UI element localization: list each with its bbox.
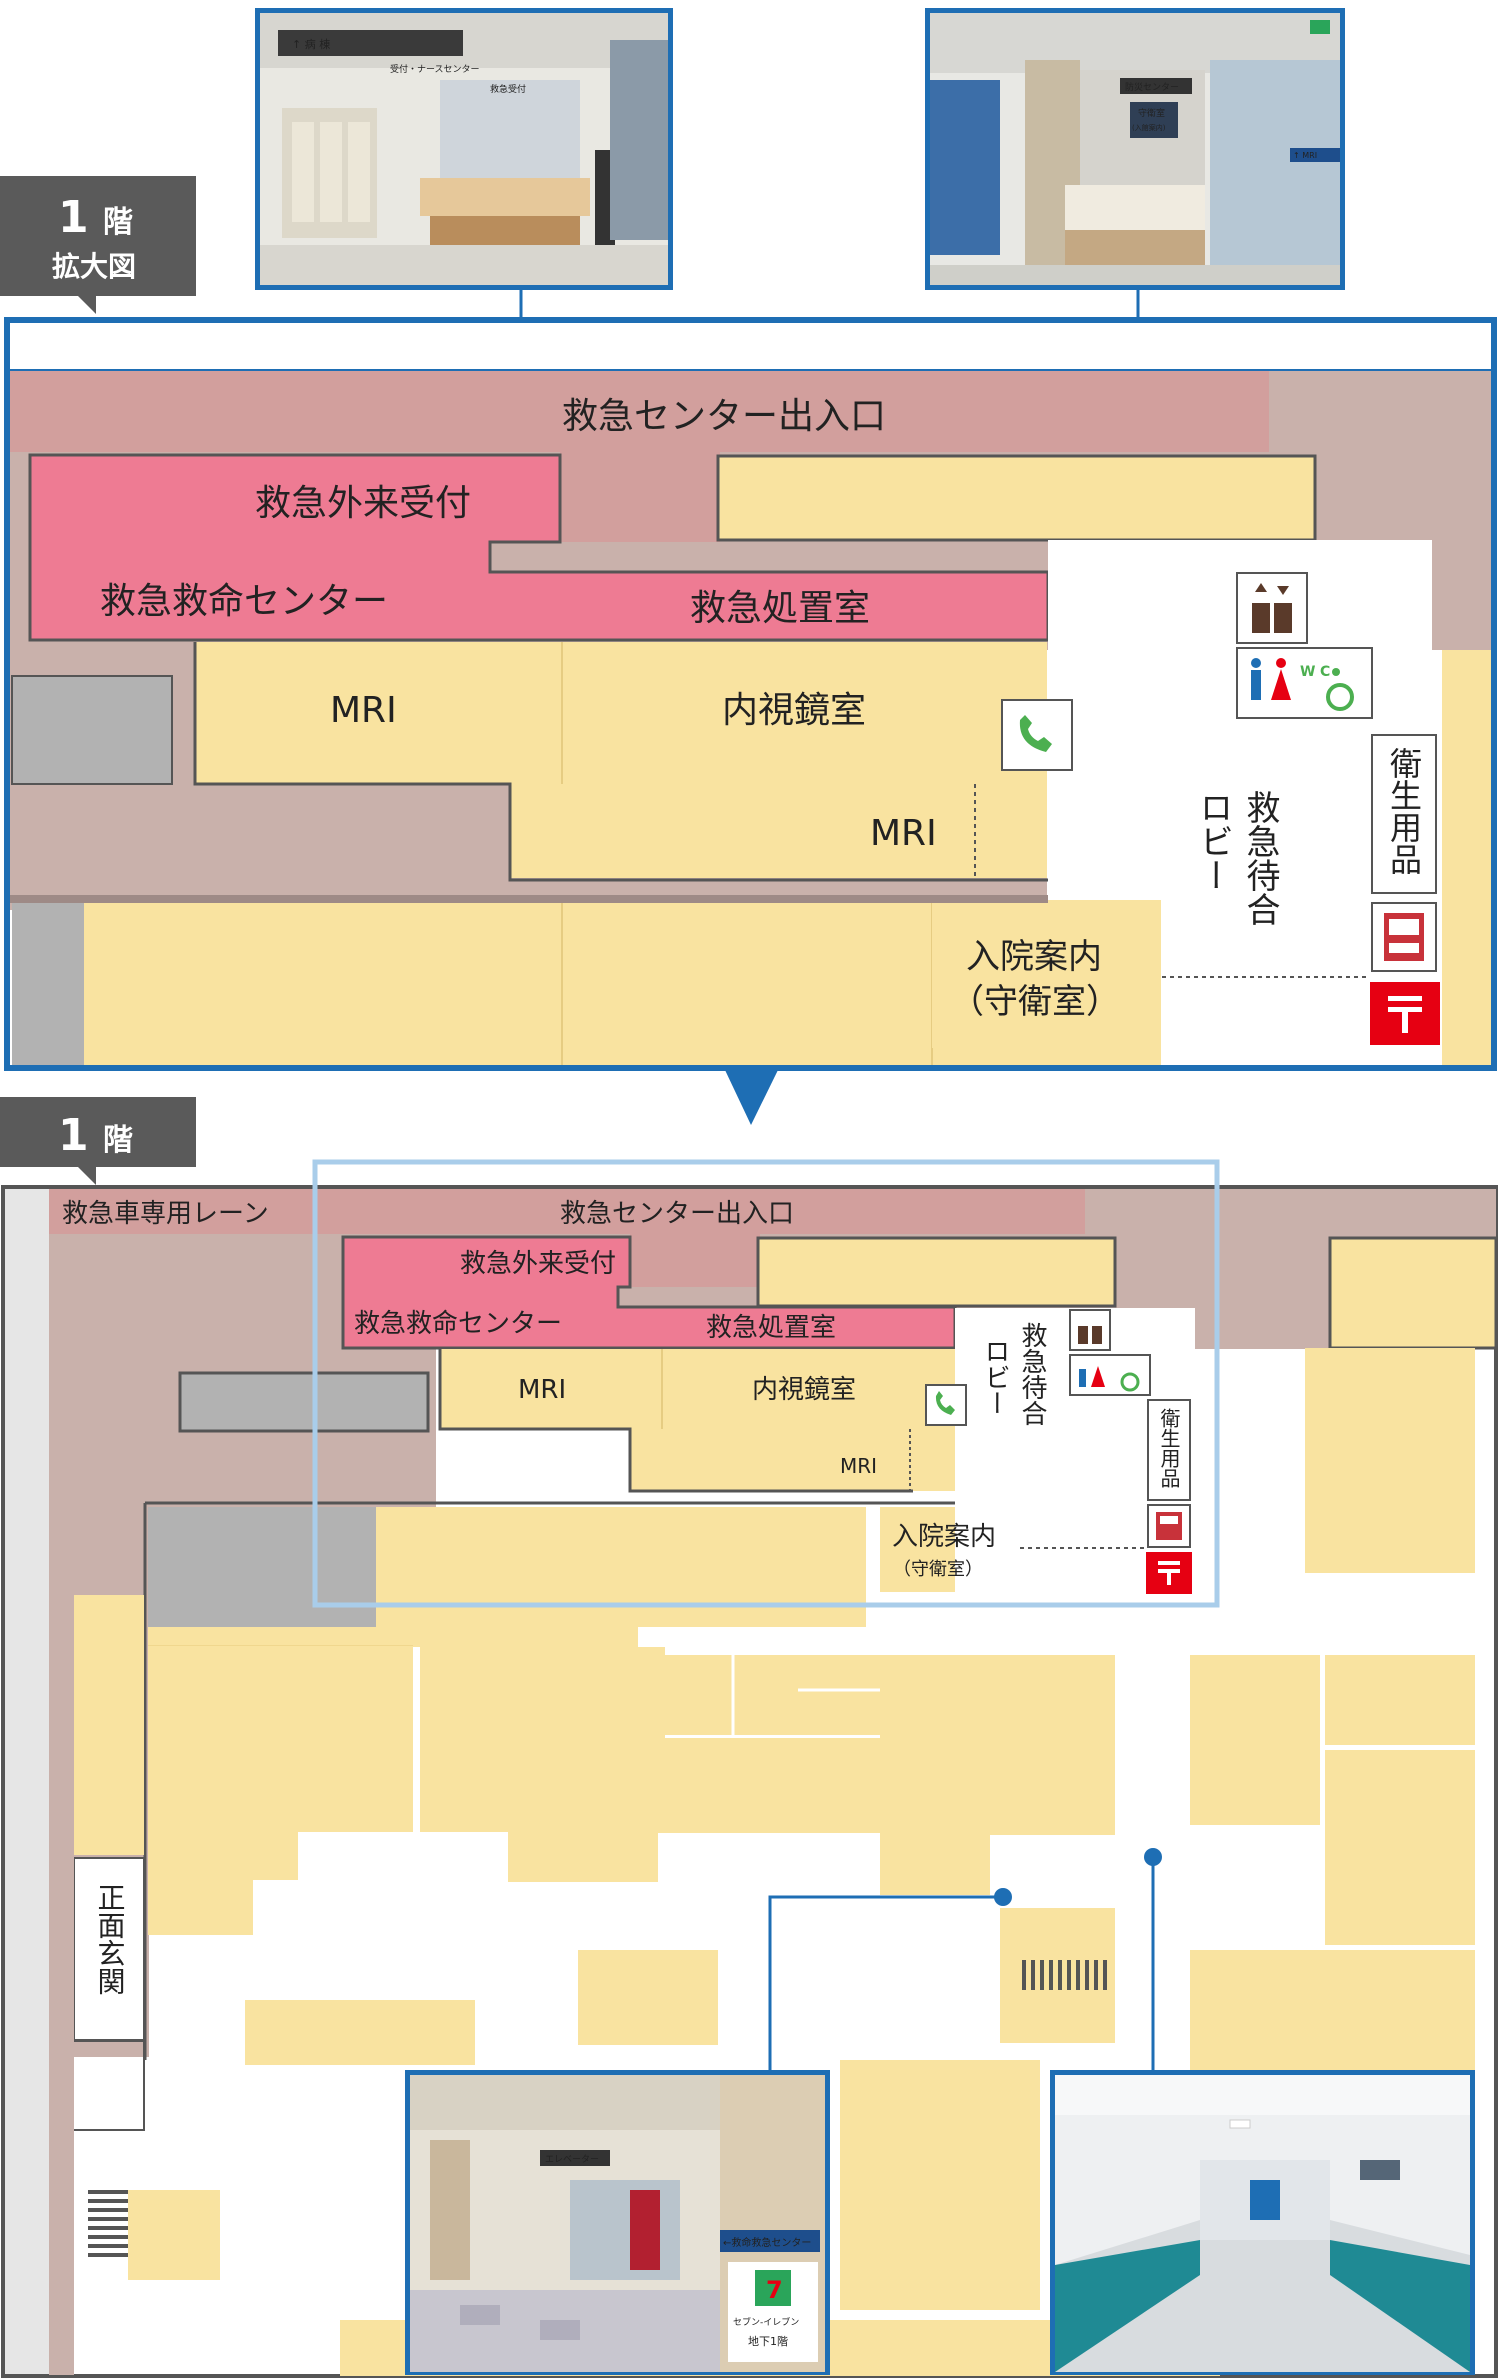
svg-text:C: C [1320, 664, 1330, 680]
phone-icon [1001, 699, 1073, 771]
label-mri-2: MRI [840, 1454, 877, 1478]
sign-mri: ↑ MRI [1293, 151, 1317, 160]
sign-er-reception: 救急受付 [490, 83, 526, 95]
label-ambulance-lane: 救急車専用レーン [62, 1199, 269, 1229]
sign-disaster-center: 防災センター [1125, 81, 1179, 93]
svg-text:W: W [1300, 664, 1315, 680]
label-treatment-room: 救急処置室 [690, 588, 870, 629]
label-mri-2: MRI [870, 813, 937, 854]
sign-er-center: ←救命救急センター [723, 2236, 811, 2249]
zoom-pointer [725, 1070, 778, 1125]
phone-icon [925, 1384, 967, 1426]
sign-guard-room: 守衛室 [1138, 107, 1165, 119]
label-waiting-lobby-2: ロビー [980, 1338, 1010, 1416]
label-sanitary: 衛生用品 [1157, 1408, 1181, 1488]
label-guard-room: （守衛室） [950, 982, 1120, 1022]
label-er-center: 救急救命センター [354, 1309, 562, 1339]
label-waiting-lobby-1: 救急待合 [1240, 790, 1280, 926]
label-mri-1: MRI [518, 1375, 566, 1405]
restroom-icon: W C [1236, 647, 1373, 719]
floor-badge-enlarged: 1 階 拡大図 [0, 176, 196, 314]
floor-suffix: 階 [103, 1123, 133, 1158]
sign-nurse-center: 受付・ナースセンター [390, 63, 480, 75]
stairs-mark-right [1022, 1960, 1107, 1990]
label-er-reception: 救急外来受付 [460, 1249, 616, 1279]
label-treatment-room: 救急処置室 [706, 1313, 836, 1343]
label-endoscopy: 内視鏡室 [722, 690, 866, 731]
label-mri-1: MRI [330, 690, 397, 731]
label-center-entrance: 救急センター出入口 [562, 396, 886, 437]
enlarged-map: 救急センター出入口 救急外来受付 救急救命センター 救急処置室 MRI 内視鏡室… [4, 317, 1497, 1071]
photo-main-lobby: エレベーター ←救命救急センター 7 セブン-イレブン 地下1階 [405, 2070, 830, 2375]
elevator-icon [1069, 1309, 1111, 1351]
sign-elevator: エレベーター [545, 2154, 599, 2165]
label-endoscopy: 内視鏡室 [752, 1375, 856, 1405]
floor-suffix: 階 [103, 205, 133, 240]
floor-number: 1 [58, 1110, 89, 1161]
label-sanitary: 衛生用品 [1385, 747, 1423, 875]
sign-ward: ↑ 病 棟 [292, 37, 330, 51]
photo-corridor [1050, 2070, 1475, 2375]
elevator-icon [1236, 572, 1308, 644]
label-waiting-lobby-1: 救急待合 [1017, 1322, 1047, 1426]
photo-er-reception: ↑ 病 棟 受付・ナースセンター 救急受付 [255, 8, 673, 290]
enlarged-caption: 拡大図 [52, 250, 136, 283]
label-admission: 入院案内 [966, 937, 1102, 977]
post-box-icon [1370, 982, 1440, 1045]
stairs-mark-left [88, 2190, 128, 2257]
post-box-icon [1146, 1552, 1192, 1594]
vending-machine-icon [1371, 902, 1437, 972]
label-center-entrance: 救急センター出入口 [560, 1199, 794, 1229]
label-admission: 入院案内 [892, 1522, 996, 1552]
label-guard-room: （守衛室） [893, 1559, 983, 1580]
vending-machine-icon [1147, 1504, 1191, 1548]
floor-number: 1 [58, 192, 89, 243]
label-er-reception: 救急外来受付 [255, 483, 471, 524]
restroom-icon [1069, 1354, 1151, 1396]
sign-basement: 地下1階 [748, 2334, 788, 2348]
photo-security-office: 防災センター 守衛室 (入館案内) ↑ MRI [925, 8, 1345, 290]
sign-seven-eleven: セブン-イレブン [733, 2316, 799, 2328]
label-main-entrance: 正面玄関 [94, 1883, 127, 1995]
label-waiting-lobby-2: ロビー [1193, 790, 1233, 892]
sign-admission-guide: (入館案内) [1132, 123, 1166, 132]
svg-text:7: 7 [766, 2276, 783, 2304]
label-er-center: 救急救命センター [100, 581, 388, 622]
floor-badge-overview: 1 階 [0, 1097, 196, 1185]
